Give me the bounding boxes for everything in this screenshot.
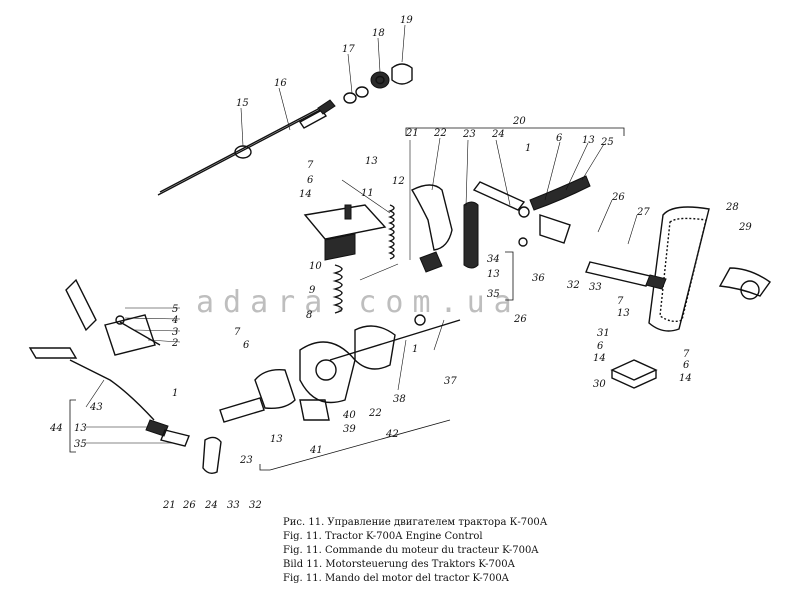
callout-24-top: 24 xyxy=(491,129,505,140)
callout-13-b: 13 xyxy=(365,156,378,167)
callout-2: 2 xyxy=(171,338,178,349)
callout-14-b: 14 xyxy=(593,353,606,364)
callout-14-c: 14 xyxy=(679,373,692,384)
callout-6-b: 6 xyxy=(307,175,314,186)
callout-28: 28 xyxy=(725,202,739,213)
callout-3: 3 xyxy=(172,327,178,338)
callout-13-c: 13 xyxy=(487,269,500,280)
return-springs xyxy=(332,204,395,314)
callout-33-a: 33 xyxy=(589,282,602,293)
callout-35-a: 35 xyxy=(487,289,500,300)
callout-33-b: 33 xyxy=(227,500,240,511)
callout-1-top: 1 xyxy=(525,143,531,154)
caption-de: Bild 11. Motorsteuerung des Traktors K-7… xyxy=(283,559,515,570)
callout-16: 16 xyxy=(274,78,287,89)
accelerator-pedal xyxy=(648,206,771,332)
control-rod xyxy=(28,347,190,447)
callout-43: 43 xyxy=(89,402,103,413)
callout-7-d: 7 xyxy=(234,327,241,338)
mounting-bracket xyxy=(303,204,387,261)
callout-26-a: 26 xyxy=(611,192,625,203)
callout-40: 40 xyxy=(342,410,356,421)
callout-7-a: 7 xyxy=(307,160,314,171)
callout-13-d: 13 xyxy=(617,308,630,319)
callout-26-c: 26 xyxy=(182,500,196,511)
callout-32-a: 32 xyxy=(567,280,580,291)
callout-7-b: 7 xyxy=(617,296,624,307)
cable-seals xyxy=(343,63,413,104)
callout-12: 12 xyxy=(392,176,405,187)
pedal-shaft-assembly xyxy=(411,175,591,273)
leader-lines xyxy=(85,24,638,444)
callout-13-top: 13 xyxy=(582,135,595,146)
callout-4: 4 xyxy=(171,315,178,326)
callout-15: 15 xyxy=(236,98,249,109)
callout-13-e: 13 xyxy=(74,423,87,434)
callout-1-c: 1 xyxy=(412,344,418,355)
callout-20: 20 xyxy=(512,116,526,127)
callout-30: 30 xyxy=(593,379,606,390)
callout-11: 11 xyxy=(361,188,374,199)
callout-37: 37 xyxy=(444,376,457,387)
throttle-cable xyxy=(157,99,336,196)
callout-6-d: 6 xyxy=(683,360,690,371)
callout-35-b: 35 xyxy=(74,439,87,450)
callout-32-b: 32 xyxy=(249,500,262,511)
callout-23-top: 23 xyxy=(462,129,476,140)
figure-captions: Рис. 11. Управление двигателем трактора … xyxy=(283,516,613,586)
callout-42: 42 xyxy=(385,429,399,440)
callout-6-c: 6 xyxy=(597,341,604,352)
central-bellcrank xyxy=(202,314,461,475)
callout-22-top: 22 xyxy=(433,128,447,139)
callout-34: 34 xyxy=(487,254,500,265)
callout-1-b: 1 xyxy=(172,388,178,399)
callout-38: 38 xyxy=(393,394,406,405)
callout-17: 17 xyxy=(342,44,355,55)
caption-es: Fig. 11. Mando del motor del tractor K-7… xyxy=(283,573,509,584)
callout-22-b: 22 xyxy=(368,408,382,419)
group-brackets xyxy=(69,127,625,471)
callout-6-top: 6 xyxy=(556,133,563,144)
callout-26-b: 26 xyxy=(513,314,527,325)
watermark: adara.com.ua xyxy=(196,285,521,320)
callout-13-f: 13 xyxy=(270,434,283,445)
callout-9: 9 xyxy=(309,285,316,296)
callout-5: 5 xyxy=(172,304,178,315)
caption-ru: Рис. 11. Управление двигателем трактора … xyxy=(283,517,548,528)
callout-14-a: 14 xyxy=(299,189,312,200)
pedal-bracket xyxy=(610,359,658,389)
callout-27: 27 xyxy=(636,207,650,218)
callout-44: 44 xyxy=(49,423,63,434)
caption-fr: Fig. 11. Commande du moteur du tracteur … xyxy=(283,545,539,556)
callout-6-e: 6 xyxy=(243,340,250,351)
callout-labels: 15 16 17 18 19 20 21 22 23 24 6 13 25 1 … xyxy=(49,15,752,511)
callout-8: 8 xyxy=(306,310,312,321)
caption-en: Fig. 11. Tractor K-700A Engine Control xyxy=(283,531,483,542)
callout-23-b: 23 xyxy=(239,455,253,466)
pedal-rod xyxy=(585,261,667,290)
callout-41: 41 xyxy=(309,445,323,456)
callout-21-top: 21 xyxy=(405,128,419,139)
callout-21-b: 21 xyxy=(162,500,176,511)
callout-31: 31 xyxy=(597,328,610,339)
callout-10: 10 xyxy=(309,261,322,272)
callout-39: 39 xyxy=(343,424,356,435)
callout-36: 36 xyxy=(532,273,545,284)
callout-24-b: 24 xyxy=(204,500,218,511)
callout-25: 25 xyxy=(600,137,614,148)
callout-19: 19 xyxy=(400,15,413,26)
callout-29: 29 xyxy=(738,222,752,233)
callout-7-c: 7 xyxy=(683,349,690,360)
callout-18: 18 xyxy=(372,28,385,39)
left-lever-linkage xyxy=(65,278,161,356)
